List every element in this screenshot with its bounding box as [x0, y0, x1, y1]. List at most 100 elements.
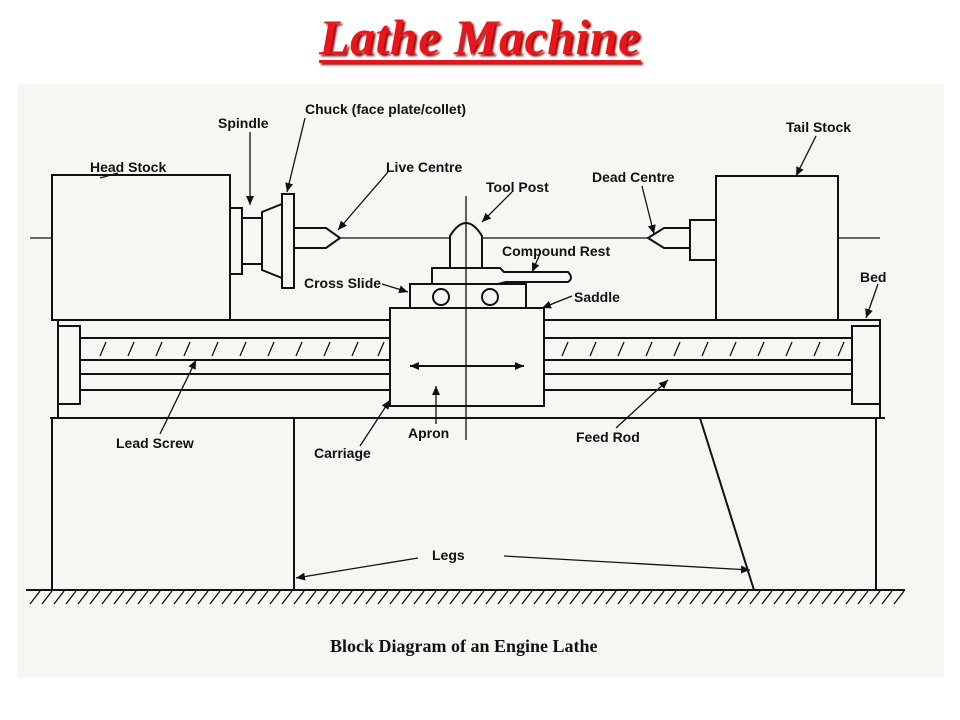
ground-hatch-line [353, 590, 365, 605]
ground-hatch-line [257, 590, 269, 605]
ground-hatch-line [365, 590, 377, 605]
bed-end-right [851, 325, 881, 405]
ground-hatch-line [821, 590, 833, 605]
tail-stock [715, 175, 839, 321]
ground-hatch-line [497, 590, 509, 605]
label-carriage: Carriage [314, 445, 371, 461]
leader-compound-rest [531, 253, 541, 273]
ground-hatch-line [545, 590, 557, 605]
leader-tail-stock [795, 135, 817, 177]
ground-hatch-line [737, 590, 749, 605]
leader-saddle [541, 295, 573, 309]
ground-hatching [29, 590, 905, 605]
tail-quill [689, 219, 717, 261]
ground-hatch-line [41, 590, 53, 605]
ground-hatch-line [389, 590, 401, 605]
ground-hatch-line [833, 590, 845, 605]
ground-hatch-line [593, 590, 605, 605]
leader-chuck [285, 117, 306, 193]
ground-hatch-line [533, 590, 545, 605]
ground-hatch-line [869, 590, 881, 605]
chuck-face [281, 193, 295, 289]
ground-hatch-line [797, 590, 809, 605]
leader-live-centre [337, 171, 389, 231]
cross-slide-knob-right [481, 288, 499, 306]
ground-hatch-line [713, 590, 725, 605]
ground-hatch-line [401, 590, 413, 605]
ground-hatch-line [293, 590, 305, 605]
ground-hatch-line [53, 590, 65, 605]
label-spindle: Spindle [218, 115, 269, 131]
leader-legs-right [503, 555, 751, 574]
spindle [229, 207, 243, 275]
label-legs: Legs [432, 547, 465, 563]
label-chuck: Chuck (face plate/collet) [305, 101, 466, 117]
label-apron: Apron [408, 425, 449, 441]
ground-hatch-line [665, 590, 677, 605]
label-dead-centre: Dead Centre [592, 169, 675, 185]
leader-tool-post [481, 191, 513, 223]
ground-hatch-line [281, 590, 293, 605]
page-title: Lathe Machine [319, 9, 641, 65]
ground-hatch-line [209, 590, 221, 605]
ground-hatch-line [605, 590, 617, 605]
label-bed: Bed [860, 269, 886, 285]
ground-hatch-line [77, 590, 89, 605]
label-cross-slide: Cross Slide [304, 275, 381, 291]
label-saddle: Saddle [574, 289, 620, 305]
leader-cross-slide [381, 283, 409, 294]
ground-hatch-line [473, 590, 485, 605]
bed-end-left [57, 325, 81, 405]
ground-hatch-line [245, 590, 257, 605]
ground-hatch-line [725, 590, 737, 605]
ground-hatch-line [413, 590, 425, 605]
ground-hatch-line [89, 590, 101, 605]
label-lead-screw: Lead Screw [116, 435, 194, 451]
ground-hatch-line [329, 590, 341, 605]
label-tail-stock: Tail Stock [786, 119, 851, 135]
ground-hatch-line [425, 590, 437, 605]
ground-hatch-line [521, 590, 533, 605]
ground-hatch-line [701, 590, 713, 605]
ground-hatch-line [449, 590, 461, 605]
compound-rest [431, 267, 572, 285]
diagram-caption: Block Diagram of an Engine Lathe [330, 636, 598, 656]
label-compound-rest: Compound Rest [502, 243, 610, 259]
label-live-centre: Live Centre [386, 159, 462, 175]
ground-hatch-line [485, 590, 497, 605]
ground-hatch-line [29, 590, 41, 605]
label-head-stock: Head Stock [90, 159, 166, 175]
ground-hatch-line [893, 590, 905, 605]
ground-hatch-line [857, 590, 869, 605]
ground-hatch-line [761, 590, 773, 605]
ground-hatch-line [113, 590, 125, 605]
ground-hatch-line [749, 590, 761, 605]
ground-hatch-line [845, 590, 857, 605]
ground-hatch-line [317, 590, 329, 605]
head-stock [51, 174, 231, 321]
ground-hatch-line [677, 590, 689, 605]
lead-screw-threads [99, 341, 845, 357]
ground-hatch-line [197, 590, 209, 605]
ground-hatch-line [653, 590, 665, 605]
ground-hatch-line [557, 590, 569, 605]
ground-hatch-line [785, 590, 797, 605]
cross-slide [409, 283, 527, 309]
ground-hatch-line [881, 590, 893, 605]
ground-hatch-line [221, 590, 233, 605]
ground-hatch-line [233, 590, 245, 605]
ground-hatch-line [461, 590, 473, 605]
ground-hatch-line [437, 590, 449, 605]
ground-hatch-line [569, 590, 581, 605]
ground-hatch-line [149, 590, 161, 605]
ground-hatch-line [161, 590, 173, 605]
apron [389, 307, 545, 407]
dead-centre [646, 227, 691, 249]
leader-dead-centre [641, 185, 656, 235]
ground-hatch-line [581, 590, 593, 605]
leader-bed [865, 283, 879, 319]
leader-lead-screw [159, 359, 197, 435]
live-centre [293, 227, 342, 249]
leader-legs-left [295, 557, 419, 581]
